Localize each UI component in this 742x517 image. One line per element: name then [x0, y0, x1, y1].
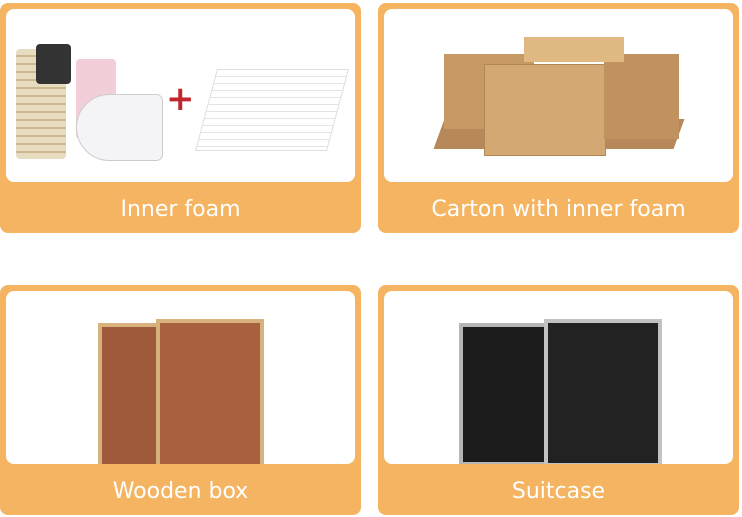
packaging-card-suitcase: Suitcase [378, 285, 739, 515]
inner-foam-image: + [6, 9, 355, 182]
card-label: Inner foam [120, 197, 241, 222]
suitcase-image [384, 291, 733, 464]
packaging-card-wooden-box: Wooden box [0, 285, 361, 515]
card-label: Carton with inner foam [431, 197, 686, 222]
packaging-card-inner-foam: + Inner foam [0, 3, 361, 233]
card-label: Suitcase [511, 479, 606, 504]
card-label: Wooden box [112, 479, 249, 504]
wooden-box-image [6, 291, 355, 464]
packaging-card-carton: Carton with inner foam [378, 3, 739, 233]
carton-image [384, 9, 733, 182]
